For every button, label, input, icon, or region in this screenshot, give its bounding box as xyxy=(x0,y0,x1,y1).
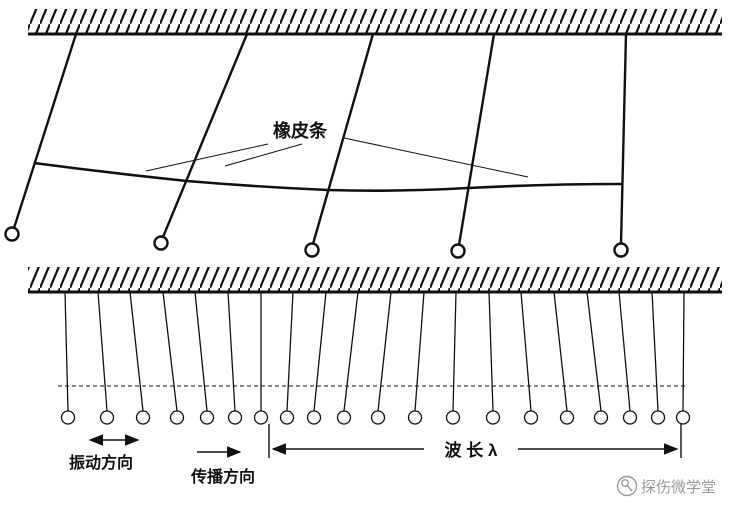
pendulum xyxy=(336,291,359,425)
top-ceiling xyxy=(28,9,722,36)
bottom-ceiling xyxy=(28,267,722,294)
pendulum xyxy=(553,291,575,425)
rubber-band-label: 橡皮条 xyxy=(273,120,328,141)
rubber-band-label-group: 橡皮条 xyxy=(145,120,529,178)
leader-line xyxy=(224,143,303,167)
logo-icon xyxy=(616,475,638,497)
watermark: 探伤微学堂 xyxy=(616,475,716,497)
vibration-direction-annotation: 振动方向 xyxy=(69,434,140,472)
pendulum xyxy=(618,291,638,425)
pendulum xyxy=(306,291,327,425)
pendulum xyxy=(370,291,392,425)
pendulum xyxy=(153,33,249,251)
pendulum xyxy=(450,33,496,259)
rubber-band xyxy=(33,161,624,192)
top-ceiling-hatch xyxy=(28,9,722,33)
pendulum xyxy=(194,291,215,425)
top-pendulums xyxy=(4,33,629,259)
pendulum xyxy=(129,291,151,425)
propagation-direction-annotation: 传播方向 xyxy=(190,446,255,486)
pendulum xyxy=(162,291,185,425)
pendulum xyxy=(4,33,78,242)
wavelength-label: 波 长 λ xyxy=(445,440,498,460)
pendulum xyxy=(97,291,115,425)
leader-line xyxy=(145,143,269,172)
wavelength-label-bg xyxy=(424,436,518,461)
pendulum xyxy=(520,291,539,425)
pendulum xyxy=(675,291,691,425)
propagation-direction-label: 传播方向 xyxy=(190,467,255,486)
pendulum xyxy=(445,291,461,425)
pendulum xyxy=(485,291,501,425)
pendulum xyxy=(227,291,243,425)
bottom-pendulums xyxy=(60,291,691,425)
pendulum xyxy=(407,291,425,425)
pendulum xyxy=(60,291,76,425)
pendulum xyxy=(304,33,375,258)
pendulum xyxy=(650,291,666,425)
pendulum xyxy=(253,292,269,425)
wavelength-annotation: 波 长 λ xyxy=(268,424,682,461)
pendulum xyxy=(613,33,629,258)
pendulum xyxy=(279,291,295,425)
vibration-direction-label: 振动方向 xyxy=(69,453,133,472)
bottom-ceiling-hatch xyxy=(28,267,722,291)
watermark-text: 探伤微学堂 xyxy=(641,479,716,496)
leader-line xyxy=(343,137,529,178)
pendulum xyxy=(586,291,609,425)
